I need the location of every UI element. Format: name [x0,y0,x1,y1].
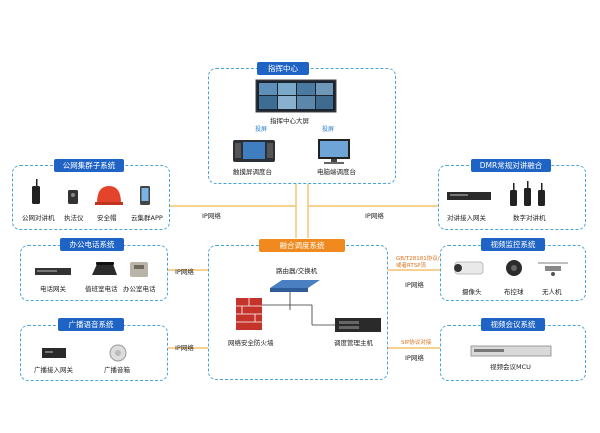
dmr-title: DMR常规对讲融合 [471,159,551,172]
office-phone-title: 办公电话系统 [60,238,124,251]
camera-icon [454,261,484,275]
digital-radio-icon-2 [524,181,531,206]
command-center-title: 指挥中心 [257,62,309,75]
dmr-item-1: 数字对讲机 [513,214,546,222]
intercom-gateway-icon [447,192,491,200]
gateway-icon [35,268,71,275]
host-label: 调度管理主机 [334,339,373,347]
router-icon [270,280,320,292]
radio-icon [32,179,40,204]
drone-icon [538,262,568,276]
public-item-3: 云集群APP [131,214,163,222]
router-label: 路由器/交换机 [276,267,318,275]
broadcast-item-0: 广播接入网关 [34,366,73,374]
public-item-1: 执法仪 [64,214,84,222]
broadcast-title: 广播语音系统 [58,318,124,331]
office-item-2: 办公室电话 [123,285,156,293]
dmr-item-0: 对讲接入网关 [447,214,486,222]
broadcast-gateway-icon [42,348,66,358]
fusion-title: 融合调度系统 [259,239,345,252]
host-server-icon [335,318,381,332]
office-phone-icon [130,262,148,277]
helmet-icon [95,186,123,205]
gb-protocol-label: GB/T28181协议/ 或者RTSP流 [396,256,440,269]
video-conf-title: 视频会议系统 [481,318,545,331]
pc-console-icon [318,139,350,164]
ip-video-monitor-label: IP网络 [405,281,424,289]
pc-console-label: 电脑端调度台 [317,168,356,176]
touch-console-label: 触摸屏调度台 [233,168,272,176]
ip-broadcast-label: IP网络 [175,344,194,352]
cast-left-label: 投屏 [255,126,268,133]
office-item-1: 值班室电话 [85,285,118,293]
phone-icon [140,186,150,205]
dome-ball-icon [506,260,522,276]
public-cluster-title: 公网集群子系统 [54,159,124,172]
touch-console-icon [233,140,275,162]
ip-video-conf-label: IP网络 [405,354,424,362]
public-item-2: 安全帽 [97,214,117,222]
big-screen-label: 指挥中心大屏 [270,117,309,125]
recorder-icon [68,190,78,204]
ip-top-right-label: IP网络 [365,212,384,220]
digital-radio-icon-1 [510,183,517,206]
broadcast-item-1: 广播音箱 [104,366,130,374]
video-monitor-title: 视频监控系统 [481,238,545,251]
cast-right-label: 投屏 [322,126,335,133]
video-conf-item-0: 视频会议MCU [490,363,531,371]
video-item-0: 摄像头 [462,288,482,296]
big-screen-icon [255,79,337,113]
ip-office-label: IP网络 [175,268,194,276]
digital-radio-icon-3 [538,183,545,206]
firewall-label: 网络安全防火墙 [228,339,274,347]
video-item-1: 布控球 [504,288,524,296]
firewall-icon [236,298,262,330]
mcu-icon [470,345,552,357]
video-item-2: 无人机 [542,288,562,296]
ip-top-left-label: IP网络 [202,212,221,220]
desk-phone-icon [92,262,117,275]
speaker-icon [109,344,127,362]
office-item-0: 电话网关 [40,285,66,293]
sip-protocol-label: SIP协议对接 [401,340,432,346]
public-item-0: 公网对讲机 [22,214,55,222]
